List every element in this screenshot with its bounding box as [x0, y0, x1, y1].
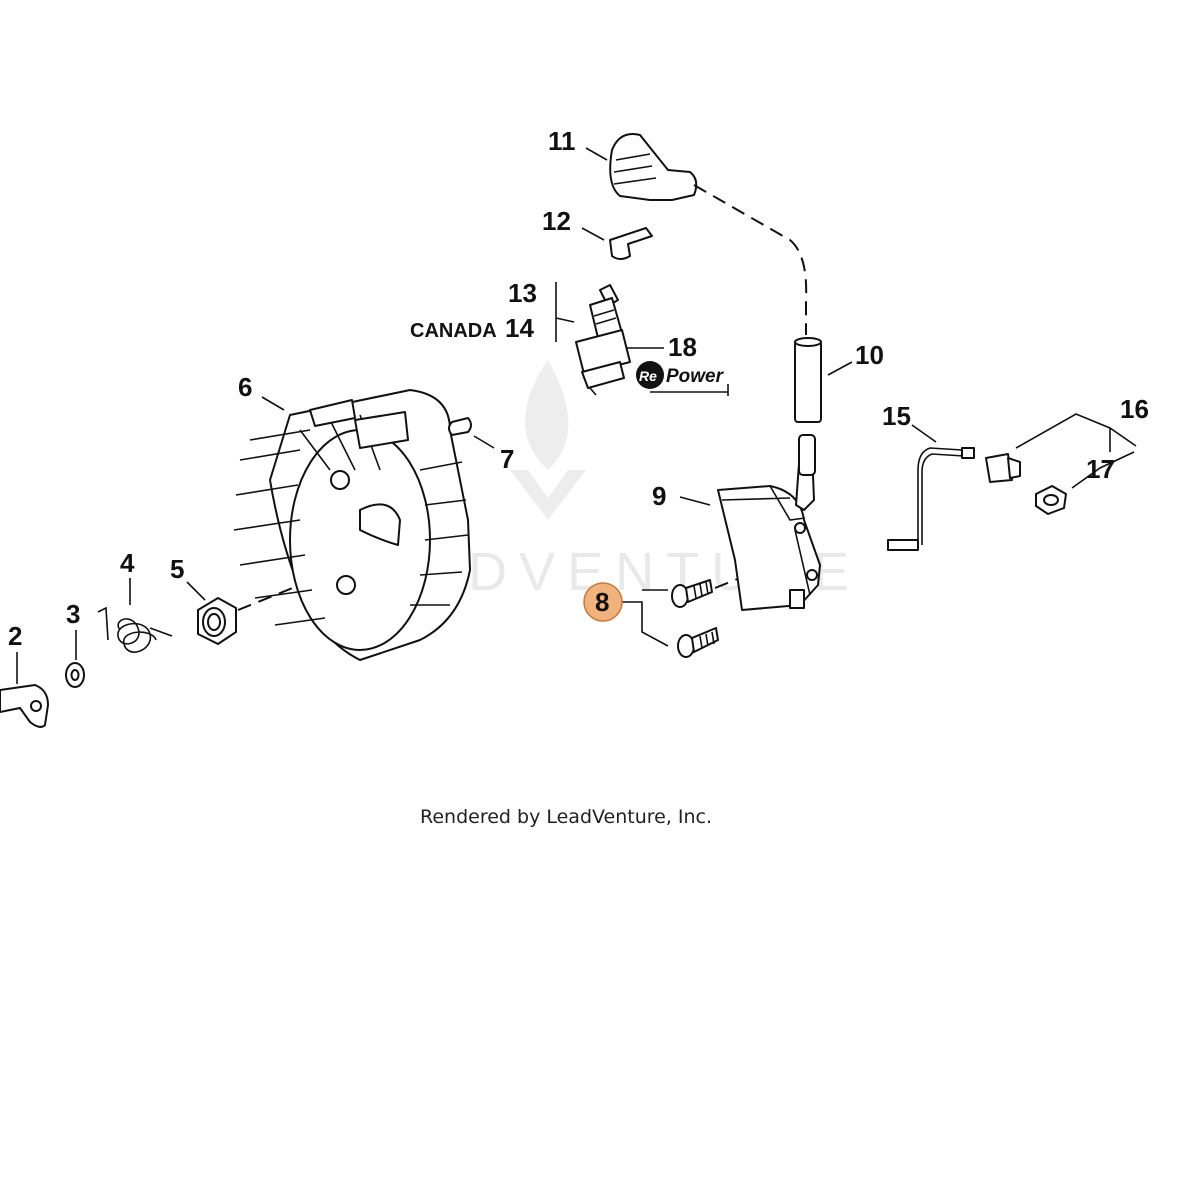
callout-9[interactable]: 9	[652, 481, 666, 511]
part-3-washer[interactable]	[65, 662, 85, 688]
part-11-plug-boot[interactable]	[609, 133, 698, 201]
part-4-spring[interactable]	[97, 606, 173, 653]
callout-6[interactable]: 6	[238, 372, 252, 402]
part-8-screw-lower[interactable]	[677, 627, 719, 658]
flywheel-axis-dashed-line	[237, 584, 301, 611]
part-9-ignition-coil[interactable]	[717, 434, 821, 611]
credit-text: Rendered by LeadVenture, Inc.	[420, 806, 712, 828]
callout-7[interactable]: 7	[500, 444, 514, 474]
callout-8[interactable]: 8	[595, 587, 609, 617]
repower-suffix: Power	[666, 366, 725, 387]
part-16-switch[interactable]	[985, 453, 1021, 483]
lead-wire-dashed-line	[693, 184, 808, 335]
callout-10[interactable]: 10	[855, 340, 884, 370]
part-5-nut[interactable]	[197, 597, 237, 645]
callout-12[interactable]: 12	[542, 206, 571, 236]
callout-8-highlight[interactable]: 8	[583, 582, 623, 622]
part-10-tube[interactable]	[794, 337, 822, 423]
callout-2[interactable]: 2	[8, 621, 22, 651]
part-2-bracket[interactable]	[0, 684, 49, 728]
callout-17[interactable]: 17	[1086, 454, 1115, 484]
part-6-flywheel[interactable]	[233, 389, 471, 661]
callout-5[interactable]: 5	[170, 554, 184, 584]
repower-badge[interactable]: Re Power	[636, 361, 729, 396]
part-12-clip[interactable]	[609, 227, 653, 260]
callout-11[interactable]: 11	[548, 126, 576, 156]
part-15-wire[interactable]	[887, 447, 975, 551]
part-17-nut[interactable]	[1035, 485, 1067, 515]
callout-4[interactable]: 4	[120, 548, 135, 578]
canada-label: CANADA	[410, 320, 497, 342]
callout-13[interactable]: 13	[508, 278, 537, 308]
part-13-spark-plug[interactable]	[575, 284, 631, 396]
callout-16[interactable]: 16	[1120, 394, 1149, 424]
callout-14[interactable]: 14	[505, 313, 534, 343]
watermark-logo-icon	[510, 360, 586, 520]
callout-15[interactable]: 15	[882, 401, 911, 431]
part-7-key[interactable]	[448, 417, 472, 436]
callout-3[interactable]: 3	[66, 599, 80, 629]
part-8-screw-upper[interactable]	[671, 579, 713, 608]
repower-prefix: Re	[639, 368, 657, 384]
callout-18[interactable]: 18	[668, 332, 697, 362]
